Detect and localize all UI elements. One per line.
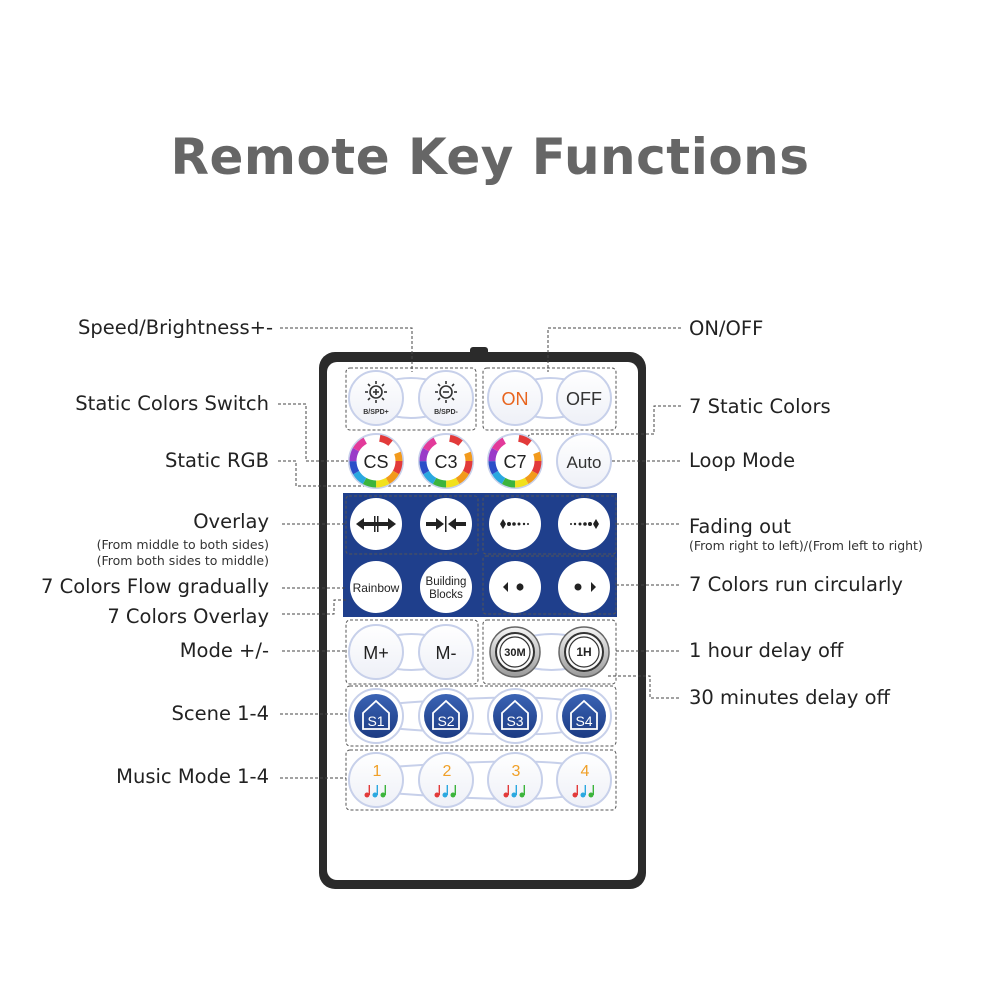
scene-button-3[interactable]: S3 xyxy=(487,688,543,744)
c7-button[interactable]: C7 xyxy=(487,433,543,489)
leader-lines xyxy=(278,327,681,779)
label-static-rgb: Static RGB xyxy=(165,449,269,472)
timer-1h-button[interactable]: 1H xyxy=(558,626,610,678)
scene-button-label: S2 xyxy=(437,713,454,729)
label-overlay-note-1: (From middle to both sides) xyxy=(96,537,269,552)
label-mode: Mode +/- xyxy=(179,639,269,662)
remote-body xyxy=(319,347,646,889)
music-mode-number: 1 xyxy=(373,763,382,780)
overlay-in-button[interactable] xyxy=(420,498,472,550)
house-icon xyxy=(501,699,529,730)
music-notes-icon xyxy=(364,785,386,798)
fade-right-icon xyxy=(570,519,599,529)
label-scene: Scene 1-4 xyxy=(171,702,270,725)
music-row: 1 2 3 4 xyxy=(348,752,612,808)
label-one-hour-delay: 1 hour delay off xyxy=(689,639,844,662)
mode-plus-label: M+ xyxy=(363,643,389,663)
label-fading-out: Fading out xyxy=(689,515,792,538)
scene-row: S1 S2 S3 S4 xyxy=(348,688,612,744)
scene-button-1[interactable]: S1 xyxy=(348,688,404,744)
c3-button[interactable]: C3 xyxy=(418,433,474,489)
label-loop-mode: Loop Mode xyxy=(689,449,796,472)
house-icon xyxy=(432,699,460,730)
music-mode-number: 3 xyxy=(512,763,521,780)
rainbow-button-label: Rainbow xyxy=(353,581,400,595)
run-right-icon xyxy=(574,582,596,592)
arrows-outward-icon xyxy=(356,516,396,532)
music-mode-number: 2 xyxy=(443,763,452,780)
music-notes-icon xyxy=(434,785,456,798)
music-mode-button-3[interactable]: 3 xyxy=(487,752,543,808)
sun-plus-icon xyxy=(365,381,387,403)
label-seven-static-colors: 7 Static Colors xyxy=(689,395,831,418)
house-icon xyxy=(570,699,598,730)
run-left-button[interactable] xyxy=(489,561,541,613)
label-seven-colors-run: 7 Colors run circularly xyxy=(689,573,903,596)
label-static-colors-switch: Static Colors Switch xyxy=(75,392,269,415)
label-seven-colors-flow: 7 Colors Flow gradually xyxy=(41,575,269,598)
timer-30m-button[interactable]: 30M xyxy=(489,626,541,678)
page-title: Remote Key Functions xyxy=(170,128,810,186)
scene-button-label: S4 xyxy=(575,713,592,729)
off-button[interactable]: OFF xyxy=(556,370,612,426)
auto-button-label: Auto xyxy=(567,453,602,472)
arrows-inward-icon xyxy=(426,516,466,532)
mode-plus-button[interactable]: M+ xyxy=(348,624,404,680)
cs-button[interactable]: CS xyxy=(348,433,404,489)
label-speed-brightness: Speed/Brightness+- xyxy=(78,316,273,339)
music-mode-number: 4 xyxy=(581,763,590,780)
run-right-button[interactable] xyxy=(558,561,610,613)
label-thirty-min-delay: 30 minutes delay off xyxy=(689,686,890,709)
label-fading-out-note: (From right to left)/(From left to right… xyxy=(689,538,923,553)
brightness-up-sublabel: B/SPD+ xyxy=(363,409,388,416)
house-icon xyxy=(362,699,390,730)
timer-1h-label: 1H xyxy=(576,645,591,659)
run-left-icon xyxy=(503,582,524,592)
label-music-mode: Music Mode 1-4 xyxy=(116,765,269,788)
mode-minus-button[interactable]: M- xyxy=(418,624,474,680)
brightness-down-button[interactable]: B/SPD- xyxy=(418,370,474,426)
music-notes-icon xyxy=(572,785,594,798)
scene-button-label: S1 xyxy=(367,713,384,729)
label-seven-colors-overlay: 7 Colors Overlay xyxy=(107,605,269,628)
brightness-up-button[interactable]: B/SPD+ xyxy=(348,370,404,426)
overlay-out-button[interactable] xyxy=(350,498,402,550)
off-button-label: OFF xyxy=(566,389,602,409)
on-button-label: ON xyxy=(502,389,529,409)
label-on-off: ON/OFF xyxy=(689,317,764,340)
on-button[interactable]: ON xyxy=(487,370,543,426)
scene-button-label: S3 xyxy=(506,713,523,729)
building-blocks-label-2: Blocks xyxy=(429,589,463,601)
rainbow-button[interactable]: Rainbow xyxy=(350,561,402,613)
label-overlay: Overlay xyxy=(193,510,269,533)
brightness-down-sublabel: B/SPD- xyxy=(434,409,458,416)
scene-button-2[interactable]: S2 xyxy=(418,688,474,744)
music-mode-button-2[interactable]: 2 xyxy=(418,752,474,808)
cs-button-label: CS xyxy=(363,452,388,472)
fade-left-button[interactable] xyxy=(489,498,541,550)
label-overlay-note-2: (From both sides to middle) xyxy=(96,553,269,568)
scene-button-4[interactable]: S4 xyxy=(556,688,612,744)
music-mode-button-4[interactable]: 4 xyxy=(556,752,612,808)
building-blocks-button[interactable]: Building Blocks xyxy=(420,561,472,613)
c7-button-label: C7 xyxy=(503,452,526,472)
c3-button-label: C3 xyxy=(434,452,457,472)
mode-minus-label: M- xyxy=(436,643,457,663)
fade-left-icon xyxy=(500,519,529,529)
auto-button[interactable]: Auto xyxy=(556,433,612,489)
timer-30m-label: 30M xyxy=(504,647,525,659)
building-blocks-label-1: Building xyxy=(426,576,467,588)
fade-right-button[interactable] xyxy=(558,498,610,550)
music-notes-icon xyxy=(503,785,525,798)
music-mode-button-1[interactable]: 1 xyxy=(348,752,404,808)
sun-minus-icon xyxy=(435,381,457,403)
